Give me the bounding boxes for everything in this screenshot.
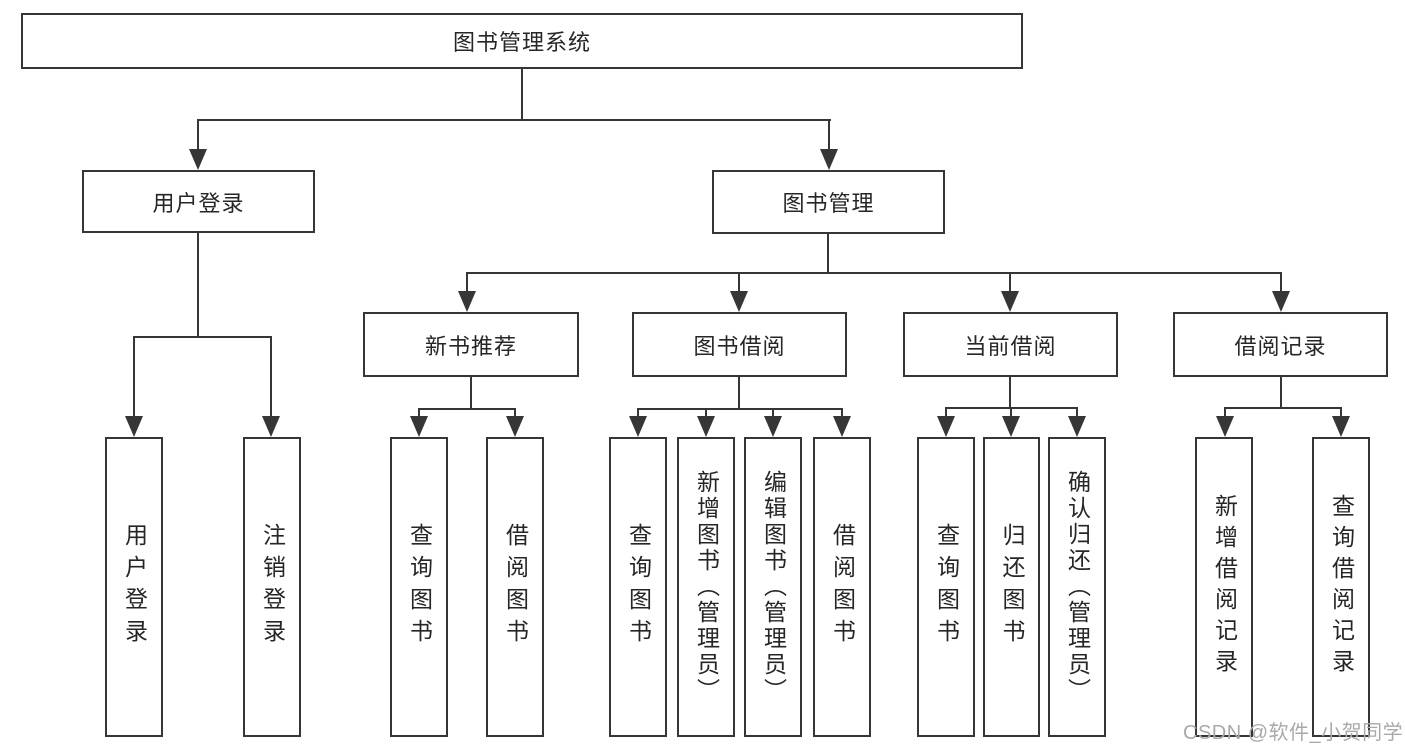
csdn-watermark: CSDN @软件_小贺同学 — [1183, 722, 1404, 744]
node-label: 图书管理系统 — [452, 30, 591, 55]
arrowhead-bw-edit — [764, 416, 782, 437]
leaf-label: 借阅图书 — [502, 523, 529, 651]
connector-drop-nb1 — [418, 408, 420, 416]
leaf-newbook-query: 查询图书 — [390, 437, 448, 737]
leaf-label: 新增借阅记录 — [1211, 494, 1238, 680]
arrowhead-rc-add — [1216, 416, 1234, 437]
connector-drop-rc2 — [1340, 407, 1342, 416]
leaf-label: 借阅图书 — [829, 523, 856, 651]
arrowhead-to-newbook — [458, 291, 476, 312]
arrowhead-nb-borrow — [506, 416, 524, 437]
arrowhead-to-records — [1272, 291, 1290, 312]
leaf-current-query: 查询图书 — [917, 437, 975, 737]
node-label: 借阅记录 — [1234, 333, 1327, 359]
connector-drop-nb2 — [514, 408, 516, 416]
node-new-book-recommend: 新书推荐 — [363, 312, 579, 377]
arrowhead-bw-query — [629, 416, 647, 437]
connector-root-stem — [521, 69, 523, 119]
leaf-logout: 注销登录 — [243, 437, 301, 737]
connector-drop-records — [1280, 272, 1282, 291]
connector-drop-bw2 — [705, 408, 707, 416]
leaf-label: 编辑图书（管理员） — [760, 470, 787, 704]
connector-drop-bw3 — [772, 408, 774, 416]
arrowhead-to-book-mgmt — [820, 149, 838, 170]
connector-drop-rc1 — [1224, 407, 1226, 416]
connector-user-bar — [133, 336, 272, 338]
arrowhead-cu-return — [1002, 416, 1020, 437]
leaf-label: 归还图书 — [999, 523, 1025, 651]
connector-drop-user — [197, 119, 199, 149]
connector-drop-user-leaf1 — [133, 336, 135, 416]
leaf-borrow-query: 查询图书 — [609, 437, 667, 737]
node-current-borrow: 当前借阅 — [903, 312, 1118, 377]
connector-newbook-bar — [418, 408, 516, 410]
leaf-borrow-edit-admin: 编辑图书（管理员） — [744, 437, 802, 737]
connector-user-stem — [197, 233, 199, 336]
leaf-label: 用户登录 — [121, 523, 148, 651]
leaf-records-query: 查询借阅记录 — [1312, 437, 1370, 737]
connector-records-stem — [1280, 377, 1282, 407]
connector-drop-current — [1009, 272, 1011, 291]
leaf-user-login: 用户登录 — [105, 437, 163, 737]
node-book-mgmt-branch: 图书管理 — [712, 170, 945, 234]
leaf-label: 注销登录 — [259, 523, 286, 651]
connector-book-bar — [466, 272, 1282, 274]
connector-drop-user-leaf2 — [270, 336, 272, 416]
node-borrow-records: 借阅记录 — [1173, 312, 1388, 377]
connector-book-stem — [827, 234, 829, 272]
connector-drop-cu3 — [1076, 407, 1078, 416]
connector-root-bar — [197, 119, 831, 121]
node-label: 新书推荐 — [424, 333, 517, 359]
connector-current-stem — [1009, 377, 1011, 407]
connector-drop-bw4 — [841, 408, 843, 416]
connector-drop-cu2 — [1010, 407, 1012, 416]
arrowhead-to-current — [1001, 291, 1019, 312]
node-label: 图书管理 — [782, 191, 875, 216]
leaf-newbook-borrow: 借阅图书 — [486, 437, 544, 737]
node-library-system: 用户登录 图书管理系统 — [21, 13, 1023, 69]
connector-drop-bw1 — [637, 408, 639, 416]
node-user-login-branch: 用户登录 — [82, 170, 315, 233]
node-book-borrow: 图书借阅 — [632, 312, 847, 377]
connector-records-bar — [1224, 407, 1342, 409]
node-label: 用户登录 — [152, 190, 245, 216]
leaf-label: 查询借阅记录 — [1328, 494, 1355, 680]
leaf-records-add: 新增借阅记录 — [1195, 437, 1253, 737]
leaf-current-confirm-admin: 确认归还（管理员） — [1048, 437, 1106, 737]
connector-borrow-bar — [637, 408, 843, 410]
leaf-label: 新增图书（管理员） — [693, 470, 720, 704]
node-label: 当前借阅 — [964, 333, 1057, 359]
leaf-label: 确认归还（管理员） — [1064, 470, 1091, 704]
connector-drop-borrow — [738, 272, 740, 291]
leaf-current-return: 归还图书 — [983, 437, 1040, 737]
arrowhead-to-user-login — [189, 149, 207, 170]
leaf-label: 查询图书 — [625, 523, 652, 651]
arrowhead-nb-query — [410, 416, 428, 437]
arrowhead-to-borrow — [730, 291, 748, 312]
arrowhead-to-logout-leaf — [262, 416, 280, 437]
connector-drop-cu1 — [945, 407, 947, 416]
connector-drop-newbook — [466, 272, 468, 291]
arrowhead-bw-add — [697, 416, 715, 437]
arrowhead-cu-confirm — [1068, 416, 1086, 437]
connector-borrow-stem — [738, 377, 740, 408]
node-label: 图书借阅 — [693, 333, 786, 359]
leaf-borrow-borrow: 借阅图书 — [813, 437, 871, 737]
connector-newbook-stem — [470, 377, 472, 408]
arrowhead-to-user-login-leaf — [125, 416, 143, 437]
leaf-borrow-add-admin: 新增图书（管理员） — [677, 437, 735, 737]
connector-drop-bookmgmt — [828, 119, 830, 149]
arrowhead-bw-borrow — [833, 416, 851, 437]
leaf-label: 查询图书 — [933, 523, 960, 651]
arrowhead-cu-query — [937, 416, 955, 437]
leaf-label: 查询图书 — [406, 523, 433, 651]
arrowhead-rc-query — [1332, 416, 1350, 437]
